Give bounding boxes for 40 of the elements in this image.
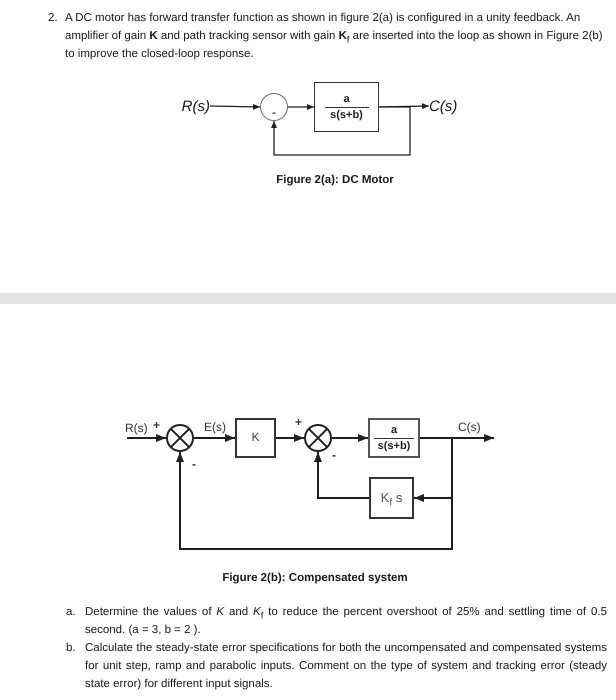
summing-junction xyxy=(304,424,332,452)
question-number: 2. xyxy=(48,11,58,26)
question-text: Calculate the steady-state error specifications for both the uncompensated and compensated systems for unit step, ramp and parabolic inputs. Comment on the type of system and tracking error (steady state error) for different input signals. xyxy=(85,641,607,692)
gain-text: K xyxy=(251,431,260,445)
edge-label: C(s) xyxy=(457,421,482,433)
figure-caption: Figure 2(b): Compensated system xyxy=(222,571,408,586)
signal-label: R(s) xyxy=(182,98,210,114)
arrow xyxy=(332,434,368,442)
summing-junction xyxy=(166,424,194,452)
plus-sign: + xyxy=(153,419,160,431)
summing-junction xyxy=(260,93,288,121)
list-marker: a. xyxy=(66,605,76,620)
edge-label: E(s) xyxy=(203,421,227,433)
feedback-arrow xyxy=(314,452,369,499)
arrow xyxy=(194,434,235,442)
minus-sign: - xyxy=(332,449,336,461)
question-text: Determine the values of K and K$_{f}$ to reduce the percent overshoot of 25% and settling time of 0.5 second. (a = 3, b = 2 ). xyxy=(85,605,607,638)
question-text: A DC motor has forward transfer function as shown in figure 2(a) is configured in a unity feedback. An amplifier of gain K and path tracking sensor with gain K$_{f}$ are inserted into the loop as shown in Figure 2(b) to improve the closed-loop response. xyxy=(65,11,604,62)
signal-label: C(s) xyxy=(429,98,458,114)
arrow xyxy=(127,434,166,442)
minus-sign: - xyxy=(272,108,276,119)
feedback-arrow xyxy=(176,437,453,550)
transfer-function-block xyxy=(368,418,420,458)
fraction-denominator: s(s+b) xyxy=(330,110,363,120)
fraction-denominator: s(s+b) xyxy=(378,440,410,452)
list-marker: b. xyxy=(66,641,76,656)
gain-text: K$_{f}$ s xyxy=(380,490,402,506)
plus-sign: + xyxy=(295,416,302,428)
fraction-numerator: a xyxy=(343,94,350,104)
arrow xyxy=(276,434,304,442)
gain-block xyxy=(235,418,276,458)
feedback-arrow xyxy=(271,106,411,156)
figure-caption: Figure 2(a): DC Motor xyxy=(276,173,394,188)
fraction-numerator: a xyxy=(390,424,398,436)
minus-sign: - xyxy=(192,458,196,470)
edge-label: R(s) xyxy=(124,422,149,434)
arrow xyxy=(210,104,260,110)
feedback-gain-block xyxy=(369,477,414,519)
arrow xyxy=(288,104,314,110)
transfer-function-block xyxy=(314,82,379,132)
